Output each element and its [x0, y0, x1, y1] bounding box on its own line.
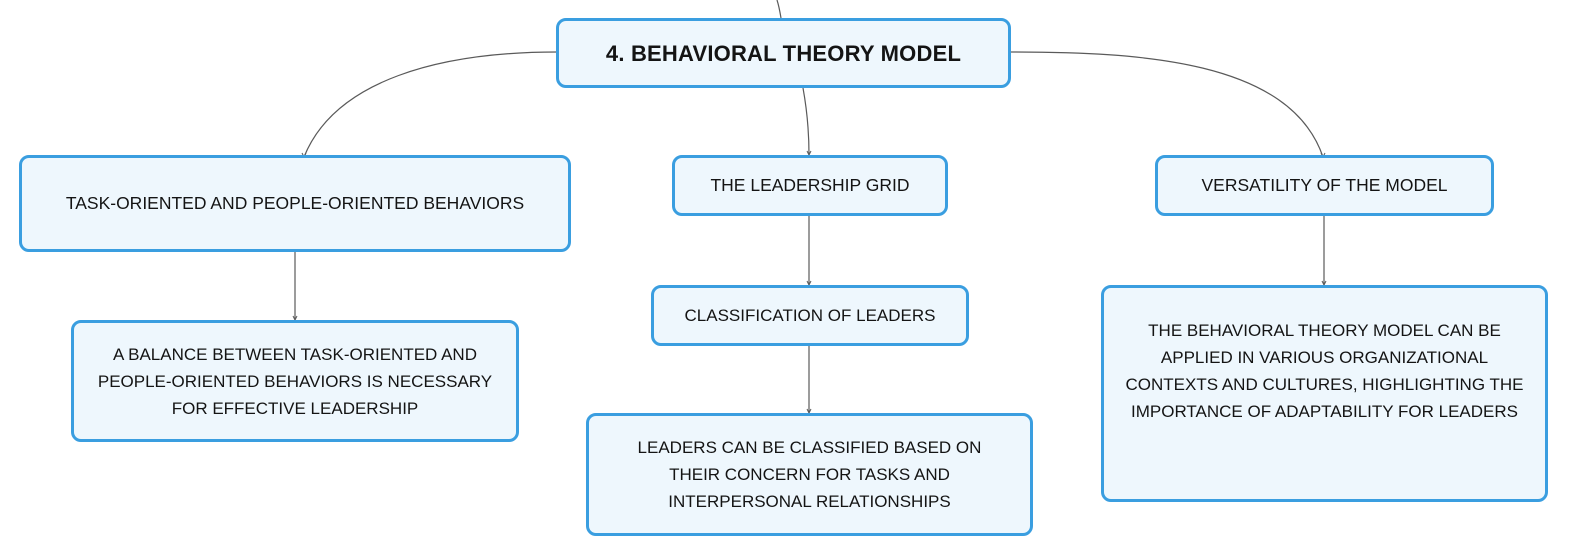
connector-parent-to-root	[776, 0, 782, 19]
branch-versatility-label: VERSATILITY OF THE MODEL	[1201, 175, 1448, 195]
branch-task-people-behaviors-label: TASK-ORIENTED AND PEOPLE-ORIENTED BEHAVI…	[65, 193, 525, 213]
root-node[interactable]: 4. BEHAVIORAL THEORY MODEL	[556, 18, 1011, 88]
node-model-applied-contexts-label: THE BEHAVIORAL THEORY MODEL CAN BE APPLI…	[1125, 320, 1524, 421]
node-leaders-classified-label: LEADERS CAN BE CLASSIFIED BASED ON THEIR…	[637, 438, 982, 511]
connector-root-to-leadership-grid	[802, 87, 810, 156]
connector-root-to-versatility	[1009, 51, 1324, 158]
node-balance-behaviors-label: A BALANCE BETWEEN TASK-ORIENTED AND PEOP…	[97, 344, 493, 418]
branch-leadership-grid-label: THE LEADERSHIP GRID	[710, 175, 910, 195]
node-classification-of-leaders-label: CLASSIFICATION OF LEADERS	[684, 306, 936, 325]
root-node-label: 4. BEHAVIORAL THEORY MODEL	[605, 40, 962, 66]
node-leaders-classified[interactable]: LEADERS CAN BE CLASSIFIED BASED ON THEIR…	[586, 413, 1033, 536]
node-balance-behaviors[interactable]: A BALANCE BETWEEN TASK-ORIENTED AND PEOP…	[71, 320, 519, 442]
branch-leadership-grid[interactable]: THE LEADERSHIP GRID	[672, 155, 948, 216]
node-classification-of-leaders[interactable]: CLASSIFICATION OF LEADERS	[651, 285, 969, 346]
node-model-applied-contexts[interactable]: THE BEHAVIORAL THEORY MODEL CAN BE APPLI…	[1101, 285, 1548, 502]
branch-versatility[interactable]: VERSATILITY OF THE MODEL	[1155, 155, 1494, 216]
branch-task-people-behaviors[interactable]: TASK-ORIENTED AND PEOPLE-ORIENTED BEHAVI…	[19, 155, 571, 252]
connector-root-to-task-people	[303, 51, 558, 158]
